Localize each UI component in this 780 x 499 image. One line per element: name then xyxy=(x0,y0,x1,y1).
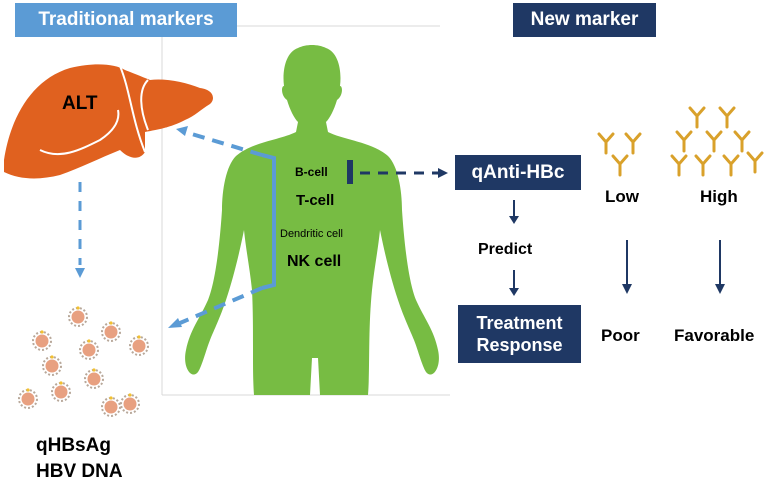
traditional-markers-header: Traditional markers xyxy=(15,3,237,37)
arrow-to-marker xyxy=(360,168,448,178)
virus-particle-icon xyxy=(120,393,140,414)
b-cell-marker xyxy=(347,160,353,184)
liver-icon xyxy=(4,64,213,179)
antibody-high-icon xyxy=(722,154,740,177)
virus-particle-icon xyxy=(18,388,38,409)
virus-particle-icon xyxy=(51,381,71,402)
virus-particle-icon xyxy=(32,330,52,351)
arrow-to-liver xyxy=(176,126,263,157)
antibody-high-icon xyxy=(718,106,736,129)
treatment-response-box: Treatment Response xyxy=(458,305,581,363)
antibody-high-icon xyxy=(733,130,751,153)
antibody-high-icon xyxy=(670,154,688,177)
virus-particle-icon xyxy=(101,396,121,417)
antibody-low-icon xyxy=(624,132,642,155)
antibody-low-icon xyxy=(611,154,629,177)
b-cell-label: B-cell xyxy=(295,165,328,179)
poor-label: Poor xyxy=(601,326,640,345)
antibody-high-icon xyxy=(746,151,764,174)
favorable-label: Favorable xyxy=(674,326,755,345)
qhbsag-label: qHBsAg xyxy=(36,435,111,456)
virus-particle-icon xyxy=(101,321,121,342)
virus-particle-icon xyxy=(129,335,149,356)
antibody-low-icon xyxy=(597,132,615,155)
antibody-high-icon xyxy=(694,154,712,177)
dendritic-cell-label: Dendritic cell xyxy=(280,228,343,240)
low-label: Low xyxy=(605,187,639,206)
antibody-high-icon xyxy=(675,130,693,153)
virus-particle-icon xyxy=(79,339,99,360)
virus-particle-icon xyxy=(68,306,88,327)
qanti-hbc-box: qAnti-HBc xyxy=(455,155,581,190)
antibody-high-icon xyxy=(705,130,723,153)
arrow-high-to-favorable xyxy=(715,240,725,294)
antibody-high-icon xyxy=(688,106,706,129)
arrow-to-virus xyxy=(168,286,263,328)
alt-label: ALT xyxy=(62,93,98,114)
t-cell-label: T-cell xyxy=(296,192,335,209)
arrow-marker-to-predict xyxy=(509,200,519,224)
arrow-predict-to-treatment xyxy=(509,270,519,296)
predict-label: Predict xyxy=(478,241,533,258)
treatment-line-2: Response xyxy=(476,335,563,355)
human-body-icon xyxy=(185,45,439,395)
immune-bracket xyxy=(261,153,276,290)
hbv-dna-label: HBV DNA xyxy=(36,461,123,482)
arrow-low-to-poor xyxy=(622,240,632,294)
arrow-liver-to-virus xyxy=(75,182,85,278)
nk-cell-label: NK cell xyxy=(287,253,342,270)
virus-particle-icon xyxy=(42,355,62,376)
treatment-line-1: Treatment xyxy=(476,313,563,333)
high-label: High xyxy=(700,187,738,206)
virus-particle-icon xyxy=(84,368,104,389)
new-marker-header: New marker xyxy=(513,3,656,37)
